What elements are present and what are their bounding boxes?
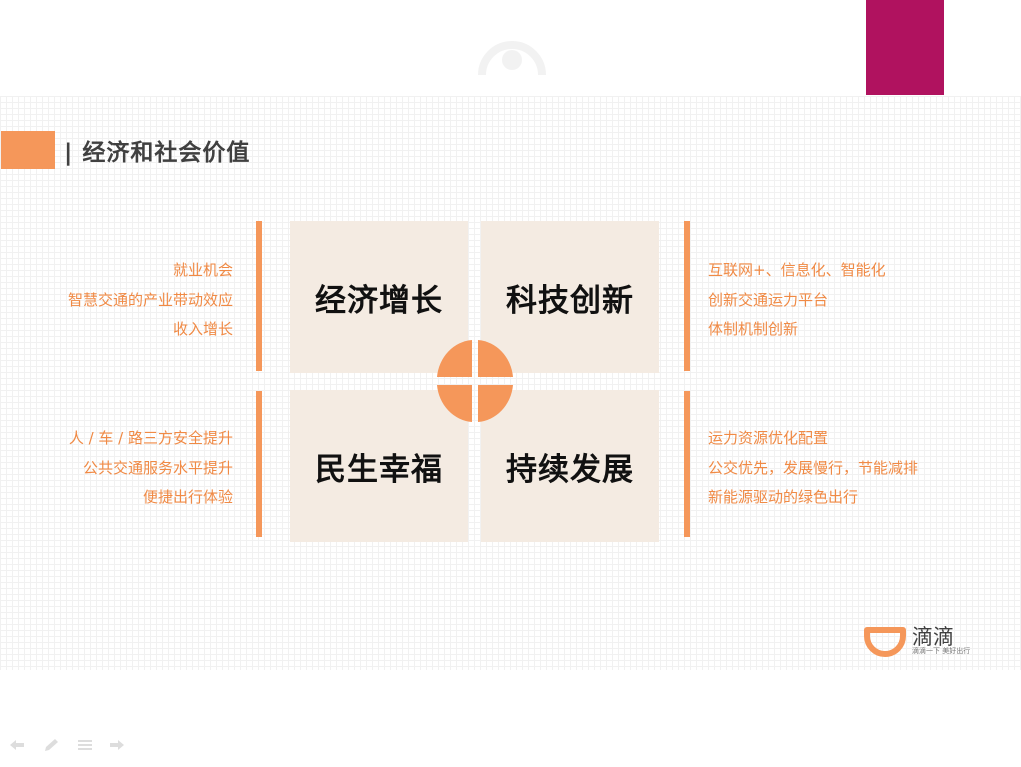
- page-title: | 经济和社会价值: [64, 140, 251, 166]
- title-accent-block: [1, 131, 55, 169]
- slide-background: [0, 96, 1021, 670]
- list-item: 便捷出行体验: [142, 488, 233, 506]
- list-item: 互联网+、信息化、智能化: [708, 261, 886, 279]
- quadrant-economic-growth: 经济增长: [290, 221, 468, 373]
- next-slide-button[interactable]: [108, 738, 126, 752]
- slide-menu-button[interactable]: [76, 738, 94, 752]
- brand-name: 滴滴: [912, 625, 954, 649]
- list-item: 创新交通运力平台: [708, 290, 829, 309]
- quadrant-label: 持续发展: [506, 451, 634, 488]
- faint-watermark-logo: [478, 41, 546, 76]
- quadrant-sustainable: 持续发展: [481, 390, 659, 542]
- quadrant-label: 科技创新: [506, 282, 634, 319]
- quadrant-label: 民生幸福: [315, 451, 443, 488]
- right-top-bar: [684, 221, 690, 371]
- list-item: 智慧交通的产业带动效应: [67, 290, 233, 309]
- pen-tool-button[interactable]: [42, 738, 60, 752]
- magenta-corner-block: [866, 0, 944, 95]
- left-bottom-list: 人 / 车 / 路三方安全提升 公共交通服务水平提升 便捷出行体验: [69, 424, 233, 513]
- didi-logo-icon: [864, 627, 906, 657]
- right-bottom-list: 运力资源优化配置 公交优先，发展慢行，节能减排 新能源驱动的绿色出行: [708, 424, 918, 513]
- left-top-bar: [256, 221, 262, 371]
- arrow-left-icon: [10, 740, 24, 750]
- quadrant-tech-innovation: 科技创新: [481, 221, 659, 373]
- center-circle-graphic: [437, 340, 513, 422]
- brand-slogan: 滴滴一下 美好出行: [912, 647, 971, 655]
- list-item: 新能源驱动的绿色出行: [708, 488, 859, 506]
- list-item: 运力资源优化配置: [708, 429, 829, 447]
- pen-icon: [45, 739, 58, 751]
- menu-icon: [78, 740, 92, 750]
- quadrant-label: 经济增长: [315, 282, 443, 319]
- list-item: 人 / 车 / 路三方安全提升: [68, 429, 233, 447]
- list-item: 公共交通服务水平提升: [82, 458, 233, 477]
- list-item: 就业机会: [172, 261, 233, 279]
- left-bottom-bar: [256, 391, 262, 537]
- left-top-list: 就业机会 智慧交通的产业带动效应 收入增长: [68, 256, 233, 345]
- right-bottom-bar: [684, 391, 690, 537]
- arrow-right-icon: [110, 740, 124, 750]
- list-item: 收入增长: [172, 320, 233, 338]
- list-item: 公交优先，发展慢行，节能减排: [708, 458, 919, 477]
- quadrant-livelihood: 民生幸福: [290, 390, 468, 542]
- list-item: 体制机制创新: [708, 320, 799, 338]
- right-top-list: 互联网+、信息化、智能化 创新交通运力平台 体制机制创新: [708, 256, 886, 345]
- previous-slide-button[interactable]: [8, 738, 26, 752]
